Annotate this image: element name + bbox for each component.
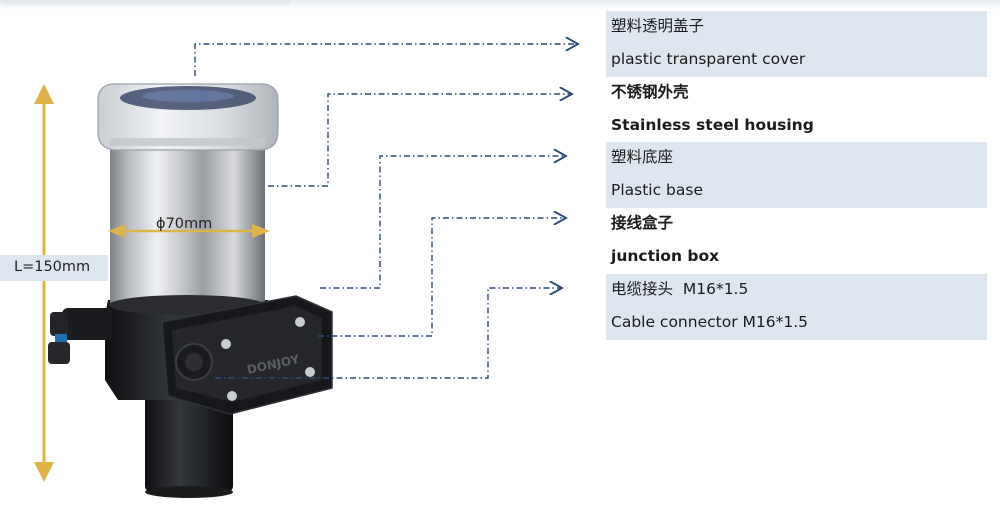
label-cover-zh: 塑料透明盖子 xyxy=(611,17,705,35)
top-shadow xyxy=(0,0,1000,10)
label-cable-connector: 电缆接头 M16*1.5 Cable connector M16*1.5 xyxy=(606,274,987,340)
label-junction-box-zh: 接线盒子 xyxy=(611,214,674,232)
label-cable-connector-en: Cable connector M16*1.5 xyxy=(611,313,808,331)
top-shadow-left xyxy=(0,0,290,8)
leader-line-base xyxy=(320,156,566,289)
diameter-dimension-arrow xyxy=(108,224,270,238)
label-cable-connector-zh: 电缆接头 M16*1.5 xyxy=(611,280,749,298)
length-dimension-arrow xyxy=(34,84,54,482)
label-housing-zh: 不锈钢外壳 xyxy=(611,83,689,101)
label-cover-en: plastic transparent cover xyxy=(611,50,806,68)
leader-line-cover xyxy=(194,44,578,76)
label-junction-box: 接线盒子 junction box xyxy=(606,208,987,274)
leader-line-connector xyxy=(215,288,562,379)
diameter-label: ϕ70mm xyxy=(156,216,213,232)
label-base: 塑料底座 Plastic base xyxy=(606,142,987,208)
label-cover: 塑料透明盖子 plastic transparent cover xyxy=(606,11,987,77)
length-label-box xyxy=(0,255,108,281)
length-label: L=150mm xyxy=(14,259,91,275)
label-housing: 不锈钢外壳 Stainless steel housing xyxy=(606,77,987,143)
label-junction-box-en: junction box xyxy=(611,247,720,265)
leader-line-junction xyxy=(318,218,566,337)
label-housing-en: Stainless steel housing xyxy=(611,116,814,134)
label-base-en: Plastic base xyxy=(611,181,704,199)
label-base-zh: 塑料底座 xyxy=(611,148,674,166)
leader-line-housing xyxy=(268,94,572,187)
positioner-illustration: DONJOY xyxy=(48,83,333,498)
